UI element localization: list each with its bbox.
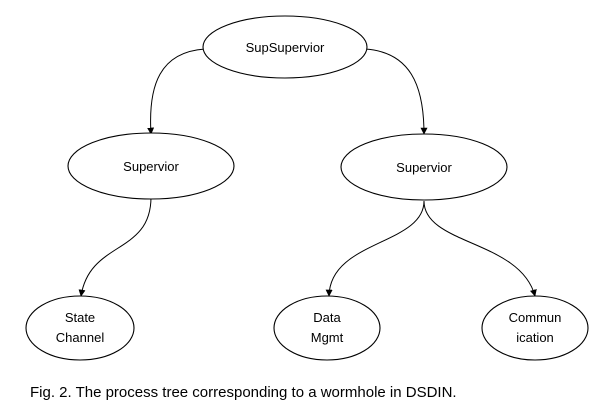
- process-tree-diagram: SupSupervior Supervior Supervior State C…: [25, 15, 589, 361]
- node-supervisor-right: Supervior: [340, 133, 508, 201]
- edge-supervisor-right-to-data-mgmt: [325, 200, 425, 297]
- figure-caption: Fig. 2. The process tree corresponding t…: [30, 384, 457, 401]
- node-label: Supervior: [123, 159, 179, 174]
- node-label: Supervior: [396, 160, 452, 175]
- edge-supervisor-right-to-communication: [423, 200, 537, 297]
- node-supsupervisor: SupSupervior: [202, 15, 368, 79]
- node-label: Channel: [56, 330, 105, 345]
- node-label: Data: [313, 310, 341, 325]
- node-ellipse: [481, 295, 589, 361]
- node-data-mgmt: Data Mgmt: [273, 295, 381, 361]
- node-label: ication: [516, 330, 554, 345]
- edge-root-to-supervisor-right: [364, 48, 428, 135]
- node-ellipse: [340, 133, 508, 201]
- node-ellipse: [25, 295, 135, 361]
- node-ellipse: [273, 295, 381, 361]
- node-ellipse: [67, 132, 235, 200]
- node-supervisor-left: Supervior: [67, 132, 235, 200]
- edge-root-to-supervisor-left: [147, 48, 206, 135]
- node-ellipse: [202, 15, 368, 79]
- node-label: State: [65, 310, 95, 325]
- node-label: SupSupervior: [246, 40, 325, 55]
- node-label: Commun: [509, 310, 562, 325]
- node-state-channel: State Channel: [25, 295, 135, 361]
- node-communication: Commun ication: [481, 295, 589, 361]
- edge-supervisor-left-to-state-channel: [78, 196, 152, 297]
- node-label: Mgmt: [311, 330, 344, 345]
